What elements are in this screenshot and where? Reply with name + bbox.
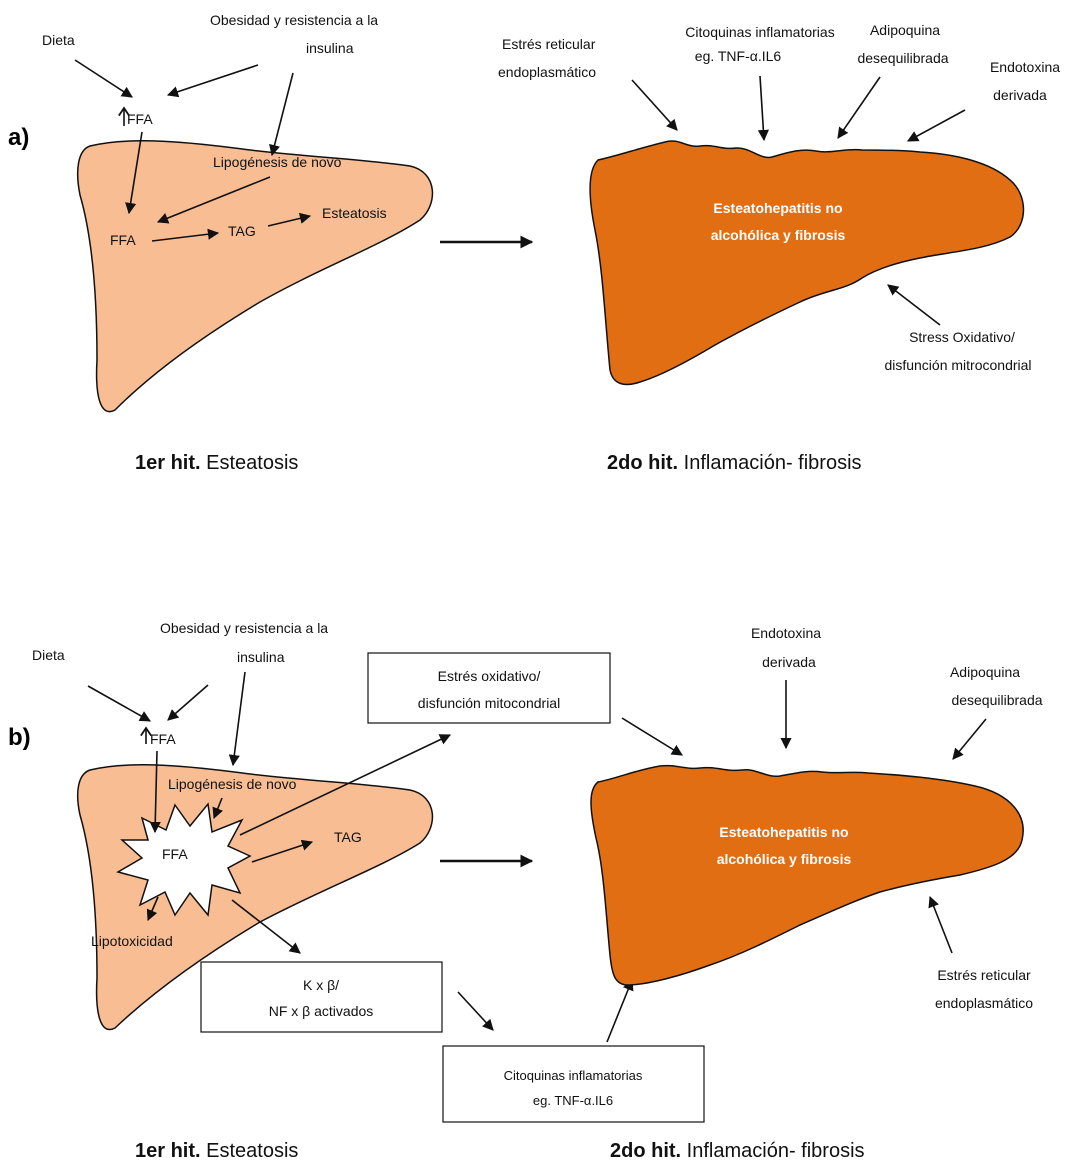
oxid-box-line1: Estrés oxidativo/ xyxy=(438,668,541,684)
arrow-cyto-liver-b xyxy=(607,980,632,1042)
nfkb-box xyxy=(201,962,442,1032)
arrow-adipo-a xyxy=(838,77,880,138)
caption-hit2-a: 2do hit. Inflamación- fibrosis xyxy=(607,452,862,474)
cytokines-label-a-line2: eg. TNF-α.IL6 xyxy=(695,48,782,64)
ffa-up-label-b: FFA xyxy=(150,731,176,747)
adipo-label-a-line1: Adipoquina xyxy=(870,22,940,38)
panel-a-label: a) xyxy=(8,124,29,151)
panel-b: b) FFA Dieta Obesidad y resistencia a la… xyxy=(8,620,1043,1162)
oxid-box xyxy=(368,653,610,723)
panel-a: a) Dieta Obesidad y resistencia a la ins… xyxy=(8,12,1060,474)
arrow-adipo-b xyxy=(953,719,986,759)
arrow-dieta-ffa-a xyxy=(75,60,132,97)
tag-label-a: TAG xyxy=(228,223,256,239)
arrow-cytokines-a xyxy=(760,76,764,140)
dieta-label-b: Dieta xyxy=(32,647,65,663)
arrow-obesidad-lipogenesis-a xyxy=(272,73,293,155)
cyto-box-line1: Citoquinas inflamatorias xyxy=(504,1068,643,1083)
oxid-label-a-line1: Stress Oxidativo/ xyxy=(909,329,1015,345)
nash-label-b-line2: alcohólica y fibrosis xyxy=(717,851,852,867)
cyto-box-line2: eg. TNF-α.IL6 xyxy=(533,1093,613,1108)
nfkb-box-line2: NF x β activados xyxy=(269,1003,374,1019)
endotox-label-b-line1: Endotoxina xyxy=(751,625,821,641)
nfkb-box-line1: K x β/ xyxy=(303,977,339,993)
cytokines-label-a-line1: Citoquinas inflamatorias xyxy=(685,24,834,40)
arrow-obesidad-lipogenesis-b xyxy=(233,672,245,765)
arrow-nfkb-cyto-b xyxy=(458,992,493,1030)
arrow-er-stress-a xyxy=(632,80,677,130)
arrow-obesidad-ffa-b xyxy=(168,685,208,720)
caption-hit1-a: 1er hit. Esteatosis xyxy=(135,452,298,474)
nash-label-a-line2: alcohólica y fibrosis xyxy=(711,227,846,243)
oxid-label-a-line2: disfunción mitrocondrial xyxy=(884,357,1031,373)
adipo-label-a-line2: desequilibrada xyxy=(857,50,948,66)
arrow-dieta-ffa-b xyxy=(88,686,150,721)
er-stress-label-a-line2: endoplasmático xyxy=(498,64,596,80)
nash-label-a-line1: Esteatohepatitis no xyxy=(713,200,842,216)
panel-b-label: b) xyxy=(8,724,31,751)
oxid-box-line2: disfunción mitocondrial xyxy=(418,695,560,711)
caption-hit2-b: 2do hit. Inflamación- fibrosis xyxy=(610,1140,865,1162)
arrow-oxid-liver-b xyxy=(622,718,682,755)
er-stress-label-a-line1: Estrés reticular xyxy=(502,36,596,52)
adipo-label-b-line2: desequilibrada xyxy=(951,692,1042,708)
ffa-up-label-a: FFA xyxy=(127,111,153,127)
obesidad-label-b-line1: Obesidad y resistencia a la xyxy=(160,620,328,636)
tag-label-b: TAG xyxy=(334,829,362,845)
esteatosis-label-a: Esteatosis xyxy=(322,205,387,221)
nash-liver-b xyxy=(591,766,1023,985)
obesidad-label-b-line2: insulina xyxy=(237,649,285,665)
adipo-label-b-line1: Adipoquina xyxy=(950,664,1020,680)
dieta-label-a: Dieta xyxy=(42,32,75,48)
lipotox-label-b: Lipotoxicidad xyxy=(91,933,173,949)
er-stress-label-b-line1: Estrés reticular xyxy=(937,967,1031,983)
caption-hit1-b: 1er hit. Esteatosis xyxy=(135,1140,298,1162)
arrow-oxid-a xyxy=(888,285,940,325)
arrow-endotox-a xyxy=(908,110,965,141)
endotox-label-a-line1: Endotoxina xyxy=(990,59,1060,75)
steatosis-liver-a xyxy=(78,141,433,412)
nash-label-b-line1: Esteatohepatitis no xyxy=(719,824,848,840)
arrow-obesidad-ffa-a xyxy=(168,65,258,95)
ffa-label-b: FFA xyxy=(162,846,188,862)
er-stress-label-b-line2: endoplasmático xyxy=(935,995,1033,1011)
obesidad-label-a-line1: Obesidad y resistencia a la xyxy=(210,12,378,28)
obesidad-label-a-line2: insulina xyxy=(306,40,354,56)
arrow-er-stress-b xyxy=(930,897,952,953)
lipogenesis-label-b: Lipogénesis de novo xyxy=(168,776,297,792)
ffa-label-a: FFA xyxy=(110,232,136,248)
endotox-label-a-line2: derivada xyxy=(993,87,1047,103)
cyto-box xyxy=(443,1046,704,1122)
endotox-label-b-line2: derivada xyxy=(762,654,816,670)
nash-liver-a xyxy=(590,141,1023,384)
lipogenesis-label-a: Lipogénesis de novo xyxy=(213,154,342,170)
